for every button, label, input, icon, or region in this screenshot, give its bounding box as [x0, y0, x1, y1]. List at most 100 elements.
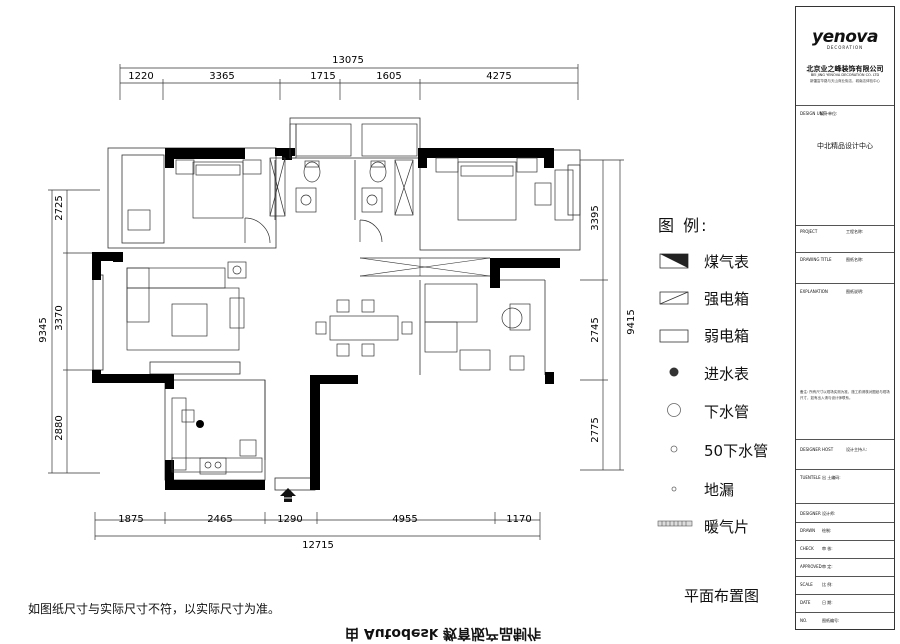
- legend-label: 煤气表: [704, 253, 750, 271]
- thin-walls: [92, 117, 581, 491]
- top-dimensions: [119, 64, 579, 100]
- approved-label: APPROVED: [800, 564, 822, 569]
- bottom-total-dim: 12715: [302, 540, 334, 551]
- legend-item-strong-power: 强电箱: [658, 287, 788, 311]
- row-divider: [796, 439, 894, 440]
- design-unit-cn: 设计单位:: [820, 111, 838, 116]
- right-dim-1: 3395: [590, 205, 601, 230]
- designer-host-cn: 设计主持人:: [846, 447, 868, 452]
- title-block: yenova DECORATION 北京业之峰装饰有限公司 BEI JING Y…: [795, 6, 895, 630]
- radiator-icon: [657, 520, 693, 527]
- legend-label: 下水管: [704, 403, 750, 421]
- dining-table: [315, 299, 413, 357]
- bed-left: [127, 159, 271, 244]
- top-dim-4: 1605: [376, 71, 401, 82]
- top-dim-5: 4275: [486, 71, 511, 82]
- approved-cn: 审 定:: [822, 564, 833, 569]
- scale-cn: 比 例:: [822, 582, 833, 587]
- no-cn: 图纸编号:: [822, 618, 840, 623]
- row-divider: [796, 594, 894, 595]
- design-notes: 备注: 所有尺寸以现场实测为准，施工前请核对图纸与现场尺寸，如有出入请与设计师联…: [800, 390, 890, 400]
- designer-host-label: DESIGNER HOST: [800, 447, 834, 452]
- check-label: CHECK: [800, 546, 814, 551]
- study-room: [424, 283, 531, 371]
- legend-item-drain-pipe: 下水管: [658, 400, 788, 424]
- top-dim-2: 3365: [209, 71, 234, 82]
- structural-walls: [92, 148, 560, 490]
- legend-item-radiator: 暖气片: [658, 515, 788, 539]
- row-divider: [796, 252, 894, 253]
- plan-title: 平面布置图: [684, 587, 760, 605]
- bottom-dim-1: 1875: [118, 514, 143, 525]
- right-dim-2: 2745: [590, 317, 601, 342]
- legend-label: 50下水管: [704, 442, 769, 460]
- designer-cn: 设计师:: [822, 511, 836, 516]
- storage-cabinets: [359, 257, 491, 277]
- tuentele-label: TUENTELE: [800, 475, 821, 480]
- bottom-dim-4: 4955: [392, 514, 417, 525]
- drawing-title-label: DRAWING TITLE: [800, 257, 832, 262]
- company-logo: yenova: [812, 27, 878, 47]
- bottom-dim-5: 1170: [506, 514, 531, 525]
- top-dim-1: 1220: [128, 71, 153, 82]
- row-divider: [796, 612, 894, 613]
- bed-right: [435, 157, 574, 221]
- explanation-cn: 图纸说明:: [846, 289, 864, 294]
- legend-item-water-meter: 进水表: [658, 362, 788, 386]
- explanation-label: EXPLANATION: [800, 289, 828, 294]
- row-divider: [796, 225, 894, 226]
- row-divider: [796, 105, 894, 106]
- right-total-dim: 9415: [626, 309, 637, 334]
- scale-label: SCALE: [800, 582, 813, 587]
- row-divider: [796, 283, 894, 284]
- gas-meter-icon: [659, 253, 689, 269]
- top-dim-3: 1715: [310, 71, 335, 82]
- legend-label: 暖气片: [704, 518, 750, 536]
- weak-power-box-icon: [659, 329, 689, 343]
- living-room: [126, 261, 247, 351]
- kitchen: [171, 397, 263, 475]
- left-total-dim: 9345: [38, 317, 49, 342]
- no-label: NO.: [800, 618, 808, 623]
- logo-subtitle: DECORATION: [826, 45, 864, 50]
- legend-symbols: [657, 253, 693, 527]
- legend-label: 强电箱: [704, 290, 750, 308]
- legend-item-drain-pipe-50: 50下水管: [658, 439, 788, 463]
- company-name: 北京业之峰装饰有限公司: [806, 65, 884, 73]
- bottom-dimensions: [94, 512, 541, 540]
- drain-pipe-icon: [667, 403, 681, 417]
- legend-item-weak-power: 弱电箱: [658, 324, 788, 348]
- date-label: DATE: [800, 600, 811, 605]
- row-divider: [796, 540, 894, 541]
- company-address: 新疆富华路与天山商业街店，城南店体验中心: [810, 79, 880, 83]
- drawn-cn: 绘制:: [822, 528, 832, 533]
- date-cn: 日 期:: [822, 600, 833, 605]
- left-dim-3: 2880: [54, 415, 65, 440]
- legend-title: 图 例:: [658, 216, 709, 235]
- dimension-note: 如图纸尺寸与实际尺寸不符，以实际尺寸为准。: [28, 602, 281, 616]
- kitchen-sink-icon: [196, 420, 204, 428]
- top-total-dim: 13075: [332, 55, 364, 66]
- left-dim-2: 3370: [54, 305, 65, 330]
- legend-label: 地漏: [704, 481, 735, 499]
- floor-drain-icon: [671, 486, 677, 492]
- bottom-dim-2: 2465: [207, 514, 232, 525]
- strong-power-box-icon: [659, 291, 689, 305]
- company-name-en: BEI JING YENOVA DECORATION CO. LTD: [810, 73, 880, 77]
- designer-label: DESIGNER: [800, 511, 821, 516]
- drawn-label: DRAWN: [800, 528, 816, 533]
- right-dimensions: [580, 159, 624, 471]
- legend-label: 进水表: [704, 365, 750, 383]
- left-dim-1: 2725: [54, 195, 65, 220]
- project-cn: 工程名称:: [846, 229, 864, 234]
- right-dim-3: 2775: [590, 417, 601, 442]
- project-label: PROJECT: [800, 229, 818, 234]
- legend-label: 弱电箱: [704, 327, 750, 345]
- autodesk-watermark: 由 Autodesk 教育版产品制作: [345, 625, 542, 641]
- water-meter-icon: [669, 367, 679, 377]
- design-unit-label: DESIGN UNIT: [800, 111, 827, 116]
- legend-item-floor-drain: 地漏: [658, 478, 788, 502]
- row-divider: [796, 522, 894, 523]
- legend-item-gas-meter: 煤气表: [658, 250, 788, 274]
